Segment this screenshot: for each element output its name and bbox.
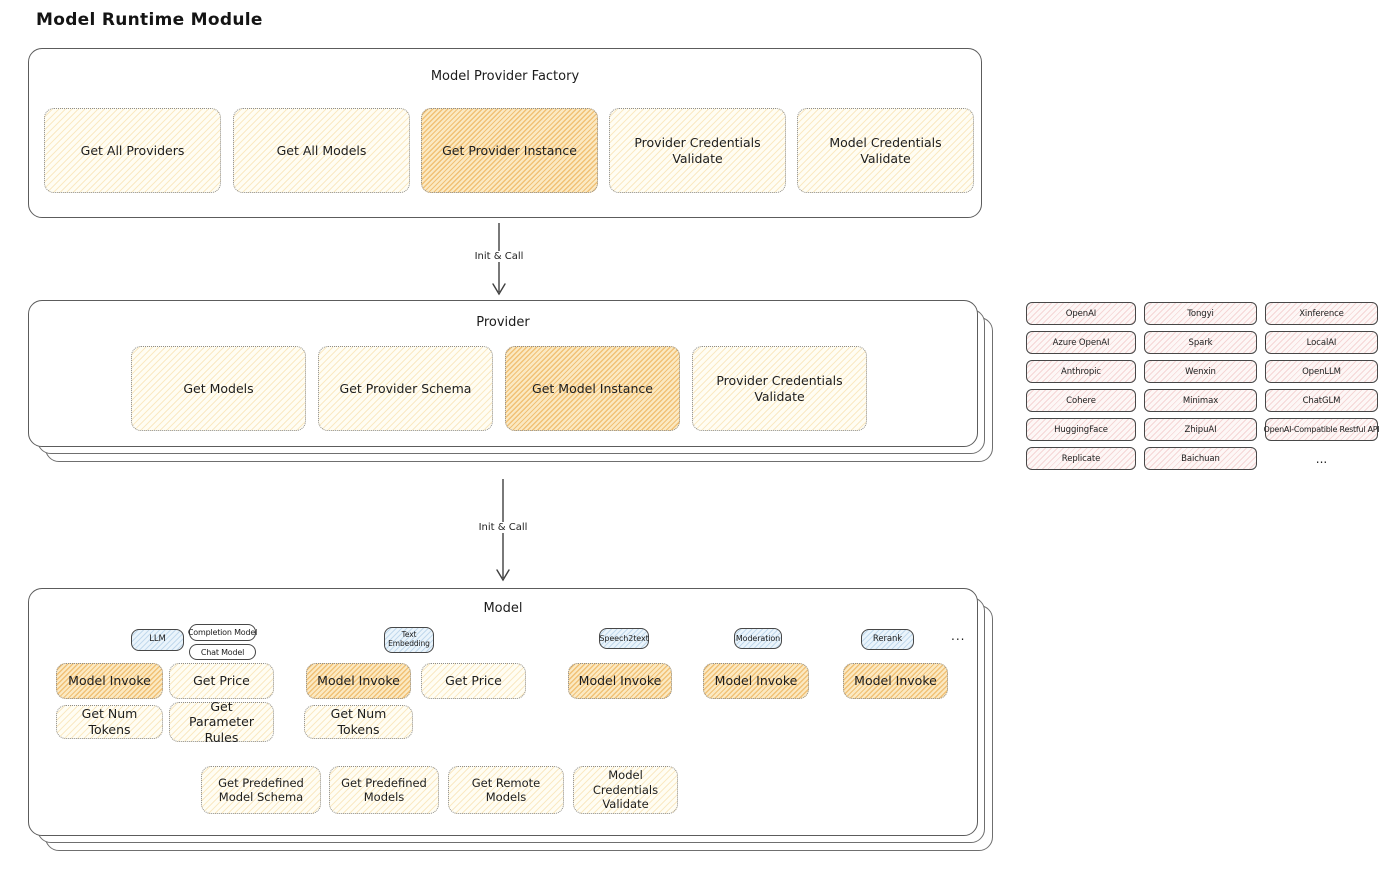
model-title: Model (483, 601, 523, 616)
provider-chip-tongyi: Tongyi (1144, 302, 1257, 325)
arrow-label: Init & Call (475, 522, 531, 533)
model-section: Model LLM Completion Model Chat Model Te… (28, 588, 993, 851)
provider-chip-huggingface: HuggingFace (1026, 418, 1136, 441)
provider-chip-xinference: Xinference (1265, 302, 1378, 325)
model-node-embedding-get-price: Get Price (421, 663, 526, 699)
model-type-badge-moderation: Moderation (734, 628, 782, 649)
provider-node-provider-credentials-validate: Provider Credentials Validate (692, 346, 867, 431)
factory-node-get-all-providers: Get All Providers (44, 108, 221, 193)
factory-node-model-credentials-validate: Model Credentials Validate (797, 108, 974, 193)
provider-title: Provider (476, 315, 530, 330)
provider-chip-wenxin: Wenxin (1144, 360, 1257, 383)
model-node-model-credentials-validate: Model Credentials Validate (573, 766, 678, 814)
model-type-badge-text-embedding: Text Embedding (384, 627, 434, 653)
provider-chip-baichuan: Baichuan (1144, 447, 1257, 470)
model-node-embedding-get-num-tokens: Get Num Tokens (304, 705, 413, 739)
factory-node-get-all-models: Get All Models (233, 108, 410, 193)
factory-node-get-provider-instance: Get Provider Instance (421, 108, 598, 193)
provider-section: Provider Get Models Get Provider Schema … (28, 300, 993, 462)
provider-chip-spark: Spark (1144, 331, 1257, 354)
factory-section: Model Provider Factory Get All Providers… (28, 48, 982, 218)
model-node-llm-model-invoke: Model Invoke (56, 663, 163, 699)
model-node-rerank-model-invoke: Model Invoke (843, 663, 948, 699)
model-node-llm-get-num-tokens: Get Num Tokens (56, 705, 163, 739)
factory-node-provider-credentials-validate: Provider Credentials Validate (609, 108, 786, 193)
provider-chip-replicate: Replicate (1026, 447, 1136, 470)
provider-node-get-model-instance: Get Model Instance (505, 346, 680, 431)
provider-node-get-models: Get Models (131, 346, 306, 431)
provider-chip-openllm: OpenLLM (1265, 360, 1378, 383)
model-node-get-remote-models: Get Remote Models (448, 766, 564, 814)
model-node-speech2text-model-invoke: Model Invoke (568, 663, 672, 699)
model-node-get-predefined-model-schema: Get Predefined Model Schema (201, 766, 321, 814)
provider-chip-anthropic: Anthropic (1026, 360, 1136, 383)
provider-chip-azure-openai: Azure OpenAI (1026, 331, 1136, 354)
arrow-provider-to-model: Init & Call (475, 478, 531, 582)
model-type-badge-speech2text: Speech2text (599, 628, 649, 649)
page-title: Model Runtime Module (36, 10, 263, 30)
provider-chip-more: ... (1315, 451, 1328, 466)
provider-chip-openai-compatible: OpenAI-Compatible Restful API (1264, 418, 1380, 441)
model-node-llm-get-parameter-rules: Get Parameter Rules (169, 699, 274, 745)
arrow-label: Init & Call (471, 251, 527, 262)
model-node-llm-get-price: Get Price (169, 663, 274, 699)
model-node-moderation-model-invoke: Model Invoke (703, 663, 809, 699)
model-type-more: ... (951, 629, 966, 643)
provider-chip-localai: LocalAI (1265, 331, 1378, 354)
provider-node-get-provider-schema: Get Provider Schema (318, 346, 493, 431)
model-type-tab-chat: Chat Model (189, 644, 256, 660)
provider-list-grid: OpenAI Tongyi Xinference Azure OpenAI Sp… (1026, 302, 1380, 470)
model-type-tab-completion: Completion Model (188, 624, 257, 641)
provider-chip-openai: OpenAI (1026, 302, 1136, 325)
provider-chip-minimax: Minimax (1144, 389, 1257, 412)
model-type-badge-rerank: Rerank (861, 629, 914, 650)
provider-chip-cohere: Cohere (1026, 389, 1136, 412)
model-node-embedding-model-invoke: Model Invoke (306, 663, 411, 699)
model-node-get-predefined-models: Get Predefined Models (329, 766, 439, 814)
provider-chip-zhipuai: ZhipuAI (1144, 418, 1257, 441)
model-type-badge-llm: LLM (131, 629, 184, 651)
provider-chip-chatglm: ChatGLM (1265, 389, 1378, 412)
factory-title: Model Provider Factory (430, 69, 580, 84)
arrow-factory-to-provider: Init & Call (471, 222, 527, 296)
